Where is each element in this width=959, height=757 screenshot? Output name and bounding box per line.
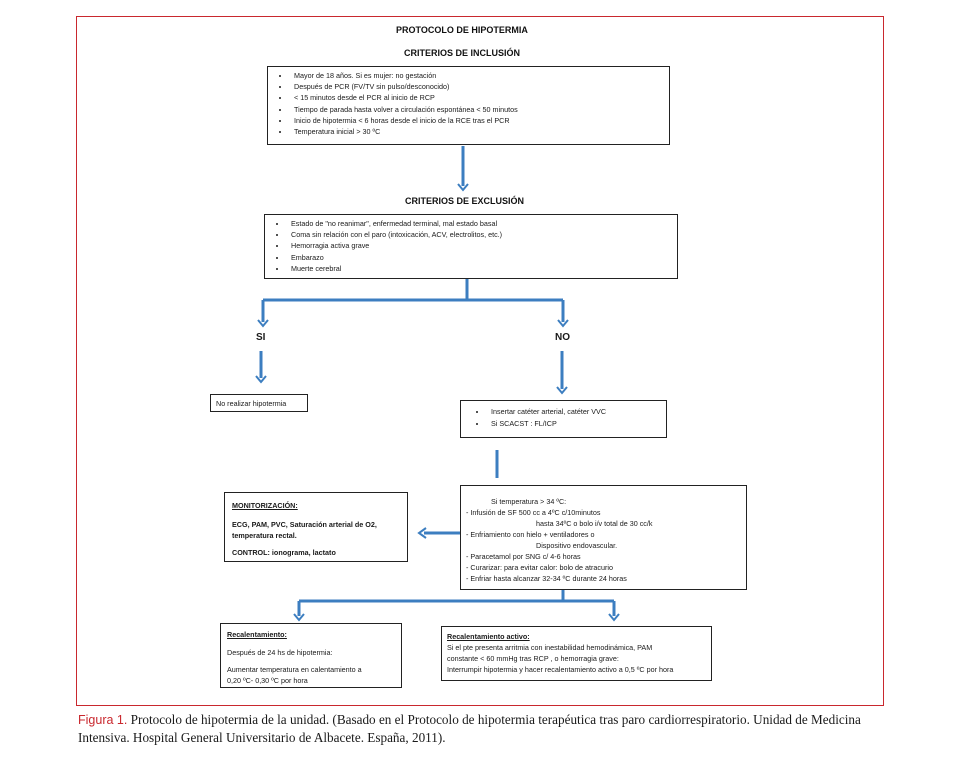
arrowhead-active-rewarming xyxy=(608,613,620,622)
exclusion-box: Estado de "no reanimar", enfermedad term… xyxy=(264,214,678,279)
exclusion-item: Coma sin relación con el paro (intoxicac… xyxy=(287,229,677,240)
inclusion-item: < 15 minutos desde el PCR al inicio de R… xyxy=(290,92,669,103)
inclusion-item: Temperatura inicial > 30 ºC xyxy=(290,126,669,137)
branch-no-label: NO xyxy=(555,332,570,343)
rewarming-line1: Después de 24 hs de hipotermia: xyxy=(227,648,333,657)
active-rewarming-line1: Si el pte presenta arritmia con inestabi… xyxy=(447,643,653,652)
exclusion-item: Muerte cerebral xyxy=(287,263,677,274)
inclusion-item: Mayor de 18 años. Si es mujer: no gestac… xyxy=(290,70,669,81)
monitoring-line2: temperatura rectal. xyxy=(232,531,297,540)
arrowhead-si-down xyxy=(255,375,267,384)
rewarming-line2: Aumentar temperatura en calentamiento a xyxy=(227,665,362,674)
active-rewarming-line3: Interrumpir hipotermia y hacer recalenta… xyxy=(447,665,674,674)
arrowhead-no xyxy=(557,319,569,328)
treatment-line: Dispositivo endovascular. xyxy=(536,541,618,550)
monitoring-control-text: ionograma, lactato xyxy=(269,548,336,557)
arrowhead-monitoring xyxy=(417,527,427,539)
monitoring-line1: ECG, PAM, PVC, Saturación arterial de O2… xyxy=(232,520,377,529)
no-hypothermia-box: No realizar hipotermia xyxy=(210,394,308,412)
arrowhead-si xyxy=(257,319,269,328)
inclusion-list: Mayor de 18 años. Si es mujer: no gestac… xyxy=(268,70,669,137)
catheter-list: Insertar catéter arterial, catéter VVC S… xyxy=(461,406,666,430)
rewarming-line3: 0,20 ºC- 0,30 ºC por hora xyxy=(227,676,308,685)
figure-frame xyxy=(76,16,884,706)
active-rewarming-heading: Recalentamiento activo: xyxy=(447,632,530,641)
exclusion-item: Embarazo xyxy=(287,252,677,263)
arrowhead-1 xyxy=(457,183,469,192)
rewarming-box: Recalentamiento: Después de 24 hs de hip… xyxy=(220,623,402,688)
treatment-line: - Enfriamiento con hielo + ventiladores … xyxy=(466,530,595,539)
treatment-line: - Enfriar hasta alcanzar 32-34 ºC durant… xyxy=(466,574,627,583)
monitoring-heading: MONITORIZACIÓN: xyxy=(232,501,298,510)
treatment-line: - Paracetamol por SNG c/ 4-6 horas xyxy=(466,552,581,561)
catheter-box: Insertar catéter arterial, catéter VVC S… xyxy=(460,400,667,438)
treatment-box: Si temperatura > 34 ºC: - Infusión de SF… xyxy=(460,485,747,590)
inclusion-heading: CRITERIOS DE INCLUSIÓN xyxy=(404,48,521,58)
active-rewarming-box: Recalentamiento activo: Si el pte presen… xyxy=(441,626,712,681)
exclusion-item: Estado de "no reanimar", enfermedad term… xyxy=(287,218,677,229)
arrowhead-no-down xyxy=(556,386,568,395)
rewarming-heading: Recalentamiento: xyxy=(227,630,287,639)
protocol-title: PROTOCOLO DE HIPOTERMIA xyxy=(396,25,528,35)
treatment-line: Si temperatura > 34 ºC: xyxy=(491,497,567,506)
treatment-line: hasta 34ºC o bolo i/v total de 30 cc/k xyxy=(536,519,653,528)
catheter-item: Si SCACST : FL/ICP xyxy=(487,418,666,430)
monitoring-control-label: CONTROL: xyxy=(232,548,270,557)
catheter-item: Insertar catéter arterial, catéter VVC xyxy=(487,406,666,418)
exclusion-heading: CRITERIOS DE EXCLUSIÓN xyxy=(405,196,525,206)
monitoring-control: CONTROL: ionograma, lactato xyxy=(232,547,407,558)
branch-yes-label: SI xyxy=(256,332,266,343)
caption-text: Protocolo de hipotermia de la unidad. (B… xyxy=(78,712,861,745)
inclusion-box: Mayor de 18 años. Si es mujer: no gestac… xyxy=(267,66,670,145)
monitoring-box: MONITORIZACIÓN: ECG, PAM, PVC, Saturació… xyxy=(224,492,408,562)
inclusion-item: Inicio de hipotermia < 6 horas desde el … xyxy=(290,115,669,126)
exclusion-list: Estado de "no reanimar", enfermedad term… xyxy=(265,218,677,274)
caption-label: Figura 1. xyxy=(78,713,128,727)
inclusion-item: Tiempo de parada hasta volver a circulac… xyxy=(290,104,669,115)
exclusion-item: Hemorragia activa grave xyxy=(287,240,677,251)
active-rewarming-line2: constante < 60 mmHg tras RCP , o hemorra… xyxy=(447,654,619,663)
figure-caption: Figura 1. Protocolo de hipotermia de la … xyxy=(78,711,888,746)
inclusion-item: Después de PCR (FV/TV sin pulso/desconoc… xyxy=(290,81,669,92)
arrowhead-rewarming xyxy=(293,613,305,622)
treatment-line: - Infusión de SF 500 cc a 4ºC c/10minuto… xyxy=(466,508,601,517)
no-hypothermia-text: No realizar hipotermia xyxy=(216,399,287,408)
treatment-line: - Curarizar: para evitar calor: bolo de … xyxy=(466,563,614,572)
